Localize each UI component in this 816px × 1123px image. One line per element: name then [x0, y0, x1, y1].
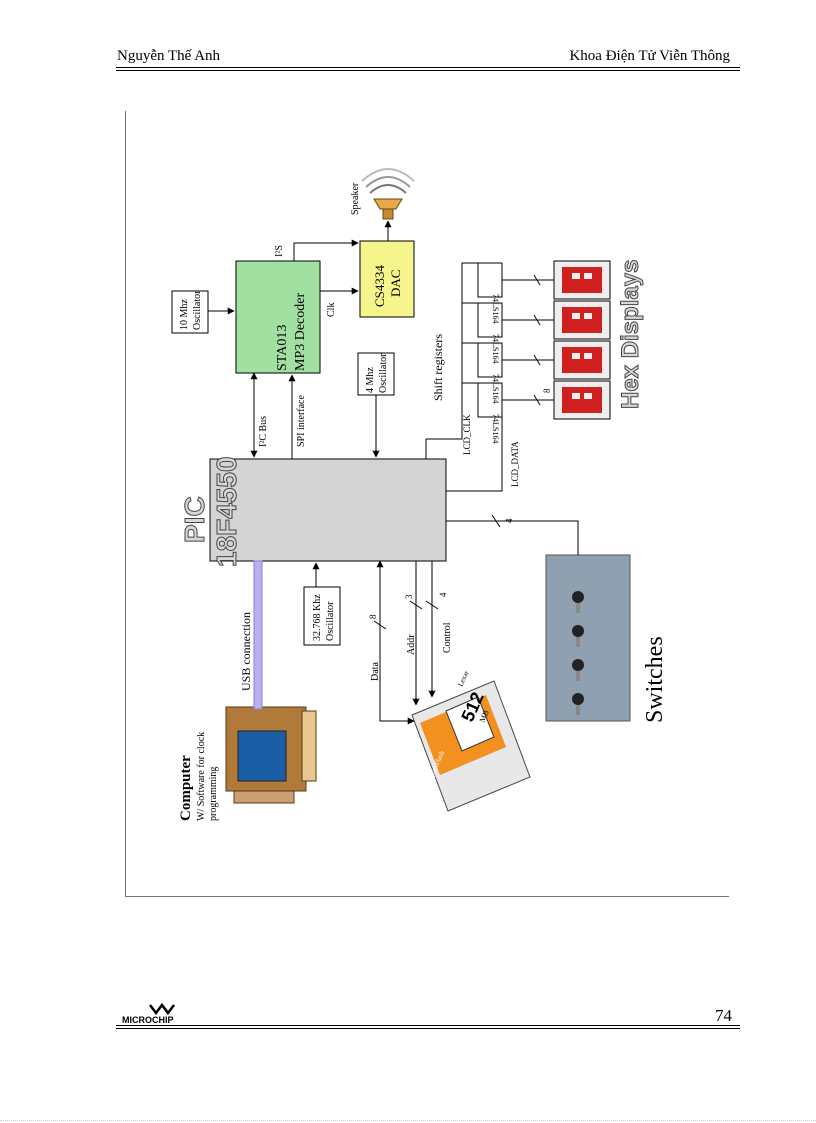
computer-subtitle: W/ Software for clock — [196, 732, 207, 821]
osc10-sublabel: Oscillator — [192, 290, 203, 330]
bus3-label: 3 — [404, 594, 414, 599]
shift-register-3: 74LS164 — [477, 302, 503, 363]
addr-bus-label: Addr — [406, 634, 417, 655]
shift-register-1: 74LS164 — [477, 382, 503, 443]
osc10-label: 10 Mhz — [179, 299, 190, 330]
shift-register-3-label: 74LS164 — [491, 334, 500, 363]
shift-register-1-label: 74LS164 — [491, 414, 500, 443]
footer-rule-thin — [116, 1028, 740, 1029]
usb-label: USB connection — [239, 612, 253, 691]
hex-display-2 — [553, 340, 611, 380]
display-bus-lines — [502, 274, 554, 406]
page-number: 74 — [715, 1006, 732, 1025]
logo-text: MICROCHIP — [122, 1015, 174, 1025]
osc32-sublabel: Oscillator — [325, 601, 336, 641]
block-diagram: PIC 18F4550 STA013 MP3 Decoder CS4334 DA… — [126, 111, 730, 897]
lcd-clk-label: LCD_CLK — [462, 414, 472, 455]
pic-model: 18F4550 — [211, 456, 242, 567]
bus4-switch-label: 4 — [504, 518, 514, 523]
sta013-block — [235, 260, 321, 374]
figure-frame-left — [125, 111, 126, 897]
speaker-label: Speaker — [350, 182, 361, 215]
dac-sublabel: DAC — [388, 270, 403, 297]
cf-maker: Lexar — [457, 669, 471, 688]
figure-frame-bottom — [125, 896, 729, 897]
switches-photo — [545, 554, 631, 722]
sta013-sublabel: MP3 Decoder — [293, 293, 308, 371]
pic-block — [209, 458, 447, 562]
speaker-icon — [361, 168, 415, 220]
spi-label: SPI interface — [296, 395, 307, 447]
page-edge-dots — [0, 1120, 816, 1121]
data-bus-line — [376, 560, 415, 725]
switches-bus-line — [446, 520, 579, 555]
header-author: Nguyễn Thế Anh — [117, 48, 221, 64]
header-rule — [116, 67, 740, 68]
pic-title: PIC — [179, 496, 210, 543]
i2s-line — [293, 239, 359, 261]
header-department: Khoa Điện Tử Viễn Thông — [569, 48, 730, 64]
oscillator-32khz-block — [303, 586, 341, 646]
data-bus-label: Data — [370, 662, 381, 681]
lcd-data-label: LCD_DATA — [510, 441, 520, 487]
footer-rule — [116, 1025, 740, 1026]
usb-connection-line — [253, 560, 263, 710]
shift-register-2-label: 74LS164 — [491, 374, 500, 403]
bus4-control-label: 4 — [438, 592, 448, 597]
hex-display-3 — [553, 300, 611, 340]
header-rule-thin — [116, 70, 740, 71]
hex-displays-label: Hex Displays — [617, 260, 644, 409]
control-bus-label: Control — [442, 622, 453, 653]
osc4-sublabel: Oscillator — [378, 353, 389, 393]
dac-label: CS4334 — [372, 265, 387, 307]
bus8-data-label: 8 — [368, 614, 378, 619]
osc32-label: 32.768 Khz — [312, 594, 323, 641]
osc4-label: 4 Mhz — [365, 367, 376, 393]
oscillator-10mhz-block — [171, 290, 209, 334]
compactflash-card-icon — [411, 680, 531, 812]
hex-display-1 — [553, 380, 611, 420]
i2c-label: I²C Bus — [258, 416, 269, 447]
hex-display-4 — [553, 260, 611, 300]
bus8-disp-label: 8 — [542, 388, 552, 393]
shift-register-4: 74LS164 — [477, 262, 503, 323]
clk-label: Clk — [326, 303, 337, 317]
dac-block — [359, 240, 415, 318]
microchip-logo: MICROCHIP — [122, 1002, 175, 1025]
computer-subtitle-2: programming — [208, 767, 219, 821]
computer-icon — [225, 706, 317, 804]
block-diagram-svg: PIC 18F4550 STA013 MP3 Decoder CS4334 DA… — [171, 168, 668, 821]
shift-register-2: 74LS164 — [477, 342, 503, 403]
lcd-data-line — [446, 417, 503, 492]
lcd-clk-line — [425, 262, 478, 459]
shift-registers-label: Shift registers — [431, 334, 445, 401]
sta013-label: STA013 — [275, 325, 290, 371]
switches-label: Switches — [642, 636, 668, 723]
shift-register-4-label: 74LS164 — [491, 294, 500, 323]
i2s-label: I²S — [274, 245, 285, 257]
computer-title: Computer — [178, 755, 194, 821]
